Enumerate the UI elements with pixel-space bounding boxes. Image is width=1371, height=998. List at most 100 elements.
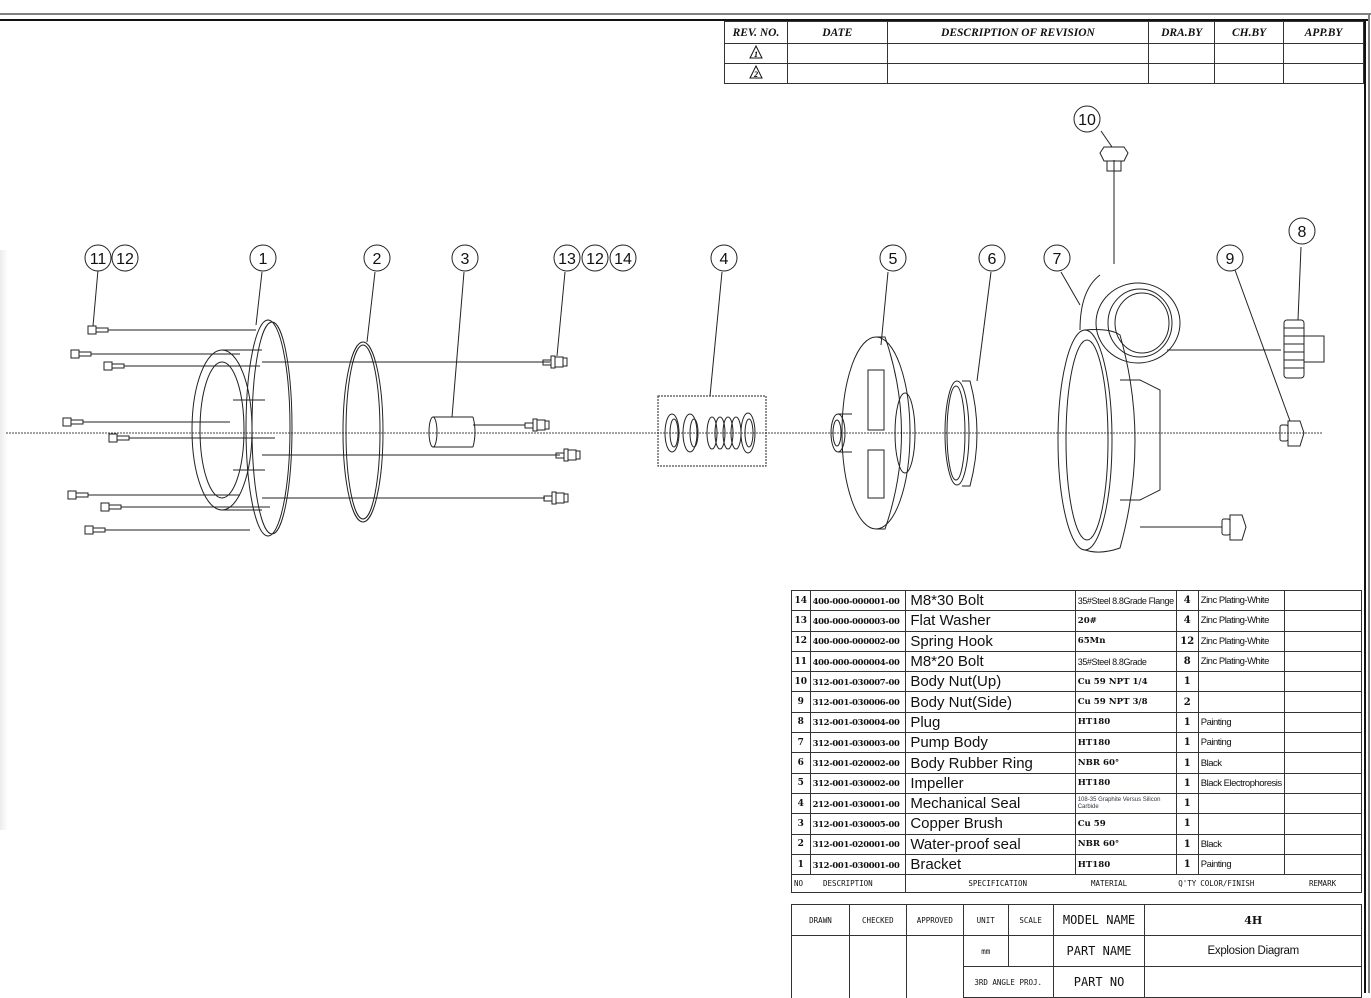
model-name-label: MODEL NAME [1052, 904, 1146, 936]
bom-part-name: Water-proof seal [905, 833, 1076, 855]
part-name-value: Explosion Diagram [1144, 935, 1362, 967]
revision-triangle-icon: 1 [749, 45, 763, 59]
bom-material: HT180 [1074, 853, 1177, 876]
bom-quantity: 12 [1175, 630, 1199, 652]
bom-remark [1283, 732, 1363, 754]
bom-part-name: M8*20 Bolt [905, 650, 1076, 673]
bom-part-code: 400-000-000004-00 [809, 650, 907, 673]
bom-material-header: MATERIAL [1091, 879, 1128, 889]
frame-outer-line-right [1368, 13, 1370, 993]
bom-material: NBR 60° [1074, 752, 1177, 774]
bom-quantity: 1 [1175, 772, 1199, 794]
bom-part-code: 312-001-030002-00 [809, 772, 907, 794]
frame-outer-line-top [0, 13, 1371, 15]
unit-label: UNIT [962, 904, 1009, 936]
bom-part-name: Body Nut(Up) [905, 671, 1076, 693]
svg-text:14: 14 [614, 251, 632, 268]
bom-part-name: Body Nut(Side) [905, 691, 1076, 713]
balloon-12: 12 [581, 244, 609, 272]
svg-text:2: 2 [373, 251, 382, 268]
scale-label: SCALE [1007, 904, 1054, 936]
title-block-row: DRAWN CHECKED APPROVED UNIT SCALE MODEL … [791, 904, 1362, 936]
bom-part-code: 312-001-030005-00 [809, 813, 907, 835]
bom-part-name: Body Rubber Ring [905, 752, 1076, 774]
balloon-12: 12 [111, 244, 139, 272]
balloon-8: 8 [1288, 217, 1316, 245]
revision-row: 2 [724, 63, 1364, 84]
title-block: DRAWN CHECKED APPROVED UNIT SCALE MODEL … [791, 904, 1362, 998]
bom-material: 35#Steel 8.8Grade [1074, 650, 1177, 673]
bom-quantity: 1 [1175, 853, 1199, 876]
balloon-14: 14 [609, 244, 637, 272]
balloon-2: 2 [363, 244, 391, 272]
svg-text:9: 9 [1226, 251, 1235, 268]
flange-bolt-icon [524, 418, 550, 432]
bom-finish: Zinc Plating-White [1197, 650, 1285, 673]
bom-part-name: Copper Brush [905, 813, 1076, 835]
bom-material: Cu 59 NPT 3/8 [1074, 691, 1177, 713]
title-block-row: mm PART NAME Explosion Diagram [791, 935, 1362, 998]
bom-remark [1283, 671, 1363, 693]
svg-text:10: 10 [1078, 112, 1096, 129]
drawn-label: DRAWN [791, 904, 850, 936]
svg-text:12: 12 [116, 251, 134, 268]
bom-item-number: 14 [791, 589, 811, 612]
bom-finish [1197, 691, 1285, 713]
approved-by-header: APP.BY [1283, 21, 1364, 44]
bom-item-number: 7 [791, 732, 811, 754]
bom-item-number: 3 [791, 813, 811, 835]
bom-item-number: 4 [791, 792, 811, 815]
svg-text:4: 4 [720, 251, 729, 268]
bom-remark [1283, 813, 1363, 835]
bom-item-number: 13 [791, 610, 811, 632]
bom-item-number: 6 [791, 752, 811, 774]
bom-remark [1283, 752, 1363, 774]
bom-remark [1283, 833, 1363, 855]
bom-finish: Zinc Plating-White [1197, 589, 1285, 612]
bom-remark-header: REMARK [1284, 874, 1363, 894]
balloon-5: 5 [879, 244, 907, 272]
svg-text:1: 1 [754, 50, 758, 59]
bom-quantity: 1 [1175, 813, 1199, 835]
balloon-4: 4 [710, 244, 738, 272]
exploded-view-drawing: 11 12 1 2 3 13 12 14 4 5 6 7 10 9 8 [6, 105, 1325, 553]
bolt-icon [87, 325, 256, 335]
bolt-icon [108, 433, 275, 443]
bom-material: HT180 [1074, 711, 1177, 734]
svg-text:12: 12 [586, 251, 604, 268]
mechanical-seal-part [657, 395, 767, 467]
bom-part-code: 312-001-030007-00 [809, 671, 907, 693]
bom-remark [1283, 630, 1363, 652]
bolt-icon [67, 490, 240, 500]
bom-remark [1283, 610, 1363, 632]
bom-material: 20# [1074, 610, 1177, 632]
bolt-icon [103, 361, 260, 371]
balloon-9: 9 [1216, 244, 1244, 272]
bom-part-code: 312-001-030006-00 [809, 691, 907, 713]
bom-part-code: 400-000-000003-00 [809, 610, 907, 632]
bom-item-number: 11 [791, 650, 811, 673]
date-header: DATE [786, 21, 888, 44]
bom-part-code: 312-001-020002-00 [809, 752, 907, 774]
bom-specification-header: SPECIFICATION [968, 879, 1028, 889]
bom-finish: Painting [1197, 853, 1285, 876]
bom-material: HT180 [1074, 772, 1177, 794]
part-balloons: 11 12 1 2 3 13 12 14 4 5 6 7 10 9 8 [84, 105, 1316, 272]
bom-quantity: 4 [1175, 610, 1199, 632]
bom-material: Cu 59 NPT 1/4 [1074, 671, 1177, 693]
bom-no-header: NO [794, 879, 804, 889]
revision-table: REV. NO. DATE DESCRIPTION OF REVISION DR… [724, 21, 1364, 84]
flange-bolt-icon [542, 355, 568, 369]
bom-item-number: 8 [791, 711, 811, 734]
bom-remark [1283, 792, 1363, 815]
svg-text:5: 5 [889, 251, 898, 268]
bom-part-code: 312-001-020001-00 [809, 833, 907, 855]
svg-text:6: 6 [988, 251, 997, 268]
bom-part-code: 400-000-000002-00 [809, 630, 907, 652]
balloon-7: 7 [1043, 244, 1071, 272]
bom-finish: Zinc Plating-White [1197, 630, 1285, 652]
